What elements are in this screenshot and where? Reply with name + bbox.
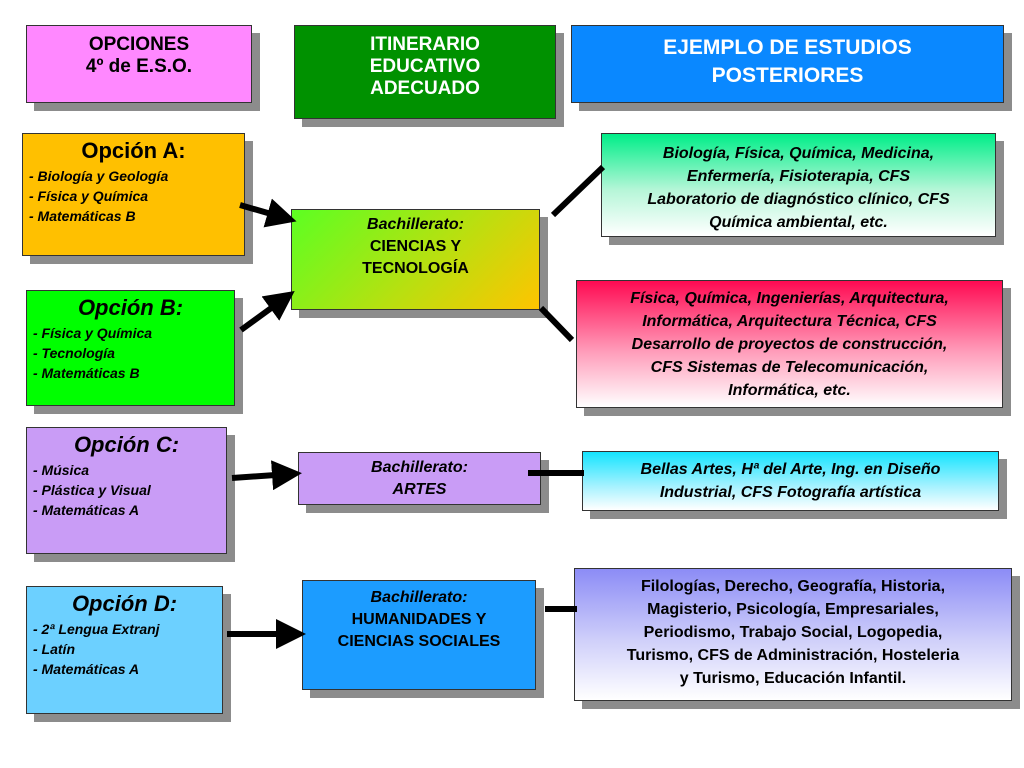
bach-humanidades-line-2: CIENCIAS SOCIALES: [337, 633, 501, 650]
result-tecnologia-box: Física, Química, Ingenierías, Arquitectu…: [576, 280, 1003, 408]
arrow-a-to-ciencias: [239, 198, 297, 228]
option-c-item-1: - Música: [33, 462, 90, 478]
option-a-item-3: - Matemáticas B: [29, 208, 136, 224]
result-humanidades-box: Filologías, Derecho, Geografía, Historia…: [574, 568, 1012, 701]
result-4-line-2: Magisterio, Psicología, Empresariales,: [647, 601, 939, 618]
bach-ciencias-line-1: CIENCIAS Y: [369, 238, 462, 255]
option-d-item-2: - Latín: [33, 641, 75, 657]
header-examples-line-2: POSTERIORES: [711, 64, 864, 87]
option-d-item-3: - Matemáticas A: [33, 661, 140, 677]
header-itinerary-line-1: ITINERARIO: [370, 34, 480, 55]
bach-ciencias-box: Bachillerato: CIENCIAS Y TECNOLOGÍA: [291, 209, 540, 310]
option-d-items: - 2ª Lengua Extranj - Latín - Matemática…: [27, 619, 222, 679]
option-b-items: - Física y Química - Tecnología - Matemá…: [27, 323, 234, 383]
option-c-item-2: - Plástica y Visual: [33, 482, 151, 498]
line-ciencias-to-tecnologia: [538, 305, 575, 343]
result-artes-box: Bellas Artes, Hª del Arte, Ing. en Diseñ…: [582, 451, 999, 511]
header-options-line-2: 4º de E.S.O.: [85, 56, 193, 77]
result-2-line-5: Informática, etc.: [728, 382, 851, 399]
result-3-line-1: Bellas Artes, Hª del Arte, Ing. en Diseñ…: [640, 461, 941, 478]
bach-humanidades-line-1: HUMANIDADES Y: [351, 611, 487, 628]
header-options: OPCIONES 4º de E.S.O.: [26, 25, 252, 103]
header-examples: EJEMPLO DE ESTUDIOS POSTERIORES: [571, 25, 1004, 103]
arrow-b-to-ciencias: [239, 290, 295, 333]
header-itinerary-line-2: EDUCATIVO: [369, 56, 481, 77]
result-4-line-1: Filologías, Derecho, Geografía, Historia…: [640, 578, 946, 595]
result-4-line-3: Periodismo, Trabajo Social, Logopedia,: [643, 624, 943, 641]
result-2-line-2: Informática, Arquitectura Técnica, CFS: [642, 313, 937, 330]
result-2-line-1: Física, Química, Ingenierías, Arquitectu…: [630, 290, 949, 307]
header-itinerary: ITINERARIO EDUCATIVO ADECUADO: [294, 25, 556, 119]
result-4-line-4: Turismo, CFS de Administración, Hosteler…: [626, 647, 960, 664]
option-a-items: - Biología y Geología - Física y Química…: [23, 166, 244, 226]
bach-artes-line-1: ARTES: [392, 481, 447, 498]
option-b-item-3: - Matemáticas B: [33, 365, 140, 381]
result-1-line-1: Biología, Física, Química, Medicina,: [662, 145, 935, 162]
header-options-line-1: OPCIONES: [88, 34, 190, 55]
line-ciencias-to-salud: [550, 164, 606, 218]
arrow-c-to-artes: [231, 460, 302, 491]
bach-ciencias-line-2: TECNOLOGÍA: [362, 260, 469, 277]
bach-ciencias-label: Bachillerato:: [367, 216, 464, 233]
result-1-line-3: Laboratorio de diagnóstico clínico, CFS: [647, 191, 950, 208]
option-c-items: - Música - Plástica y Visual - Matemátic…: [27, 460, 226, 520]
result-1-line-2: Enfermería, Fisioterapia, CFS: [686, 168, 911, 185]
header-examples-line-1: EJEMPLO DE ESTUDIOS: [663, 36, 912, 59]
option-b-box: Opción B: - Física y Química - Tecnologí…: [26, 290, 235, 406]
result-1-line-4: Química ambiental, etc.: [709, 214, 888, 231]
header-itinerary-line-3: ADECUADO: [370, 78, 480, 99]
option-c-item-3: - Matemáticas A: [33, 502, 140, 518]
option-d-box: Opción D: - 2ª Lengua Extranj - Latín - …: [26, 586, 223, 714]
option-d-item-1: - 2ª Lengua Extranj: [33, 621, 160, 637]
option-d-title: Opción D:: [71, 591, 178, 616]
option-a-title: Opción A:: [81, 138, 186, 163]
option-c-title: Opción C:: [73, 432, 180, 457]
bach-artes-box: Bachillerato: ARTES: [298, 452, 541, 505]
option-b-title: Opción B:: [77, 295, 184, 320]
result-3-line-2: Industrial, CFS Fotografía artística: [659, 484, 922, 501]
result-ciencias-salud-box: Biología, Física, Química, Medicina, Enf…: [601, 133, 996, 237]
option-a-item-2: - Física y Química: [29, 188, 149, 204]
result-4-line-5: y Turismo, Educación Infantil.: [679, 670, 907, 687]
bach-artes-label: Bachillerato:: [371, 459, 468, 476]
option-c-box: Opción C: - Música - Plástica y Visual -…: [26, 427, 227, 554]
option-a-item-1: - Biología y Geología: [29, 168, 169, 184]
result-2-line-4: CFS Sistemas de Telecomunicación,: [650, 359, 929, 376]
result-2-line-3: Desarrollo de proyectos de construcción,: [631, 336, 948, 353]
option-b-item-2: - Tecnología: [33, 345, 115, 361]
bach-humanidades-label: Bachillerato:: [370, 589, 468, 606]
option-a-box: Opción A: - Biología y Geología - Física…: [22, 133, 245, 256]
option-b-item-1: - Física y Química: [33, 325, 153, 341]
bach-humanidades-box: Bachillerato: HUMANIDADES Y CIENCIAS SOC…: [302, 580, 536, 690]
